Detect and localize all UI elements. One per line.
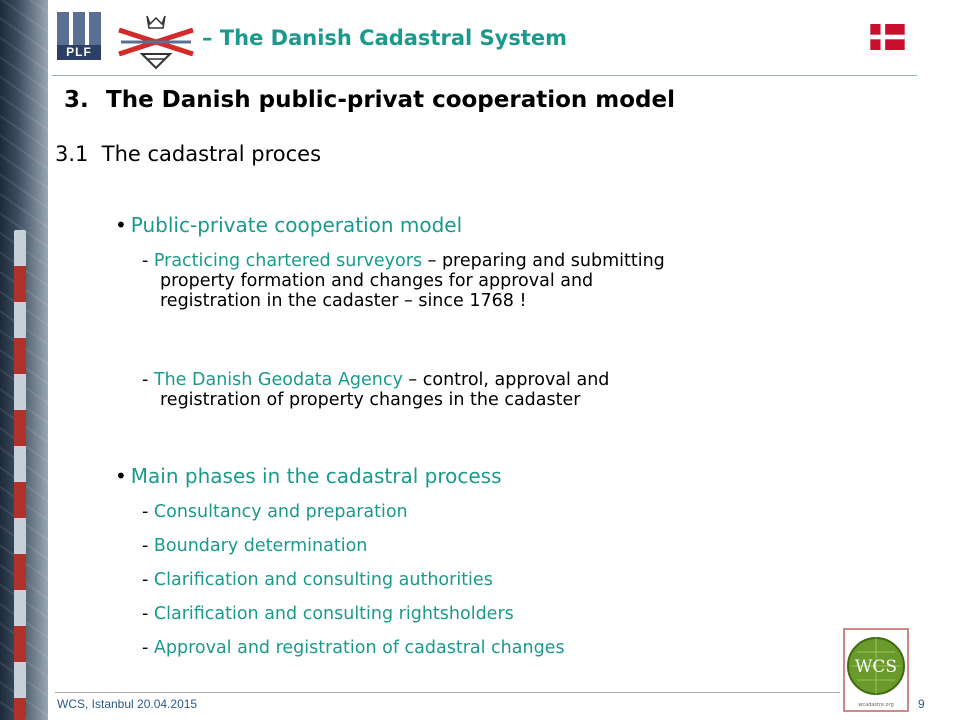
item-lead: Practicing chartered surveyors — [153, 251, 423, 271]
item-continuation: registration in the cadaster – since 176… — [160, 291, 527, 311]
item-text: – control, approval and — [402, 370, 610, 390]
item-text: Consultancy and preparation — [153, 502, 408, 522]
bullet-dot-icon: • — [115, 213, 127, 237]
item-text: Approval and registration of cadastral c… — [153, 638, 565, 658]
svg-text:wcadastre.org: wcadastre.org — [858, 702, 894, 708]
crown-emblem-icon — [118, 15, 194, 70]
bullet-item: •Public-private cooperation model — [115, 213, 462, 237]
plf-logo-text: PLF — [57, 45, 101, 60]
header-title: – The Danish Cadastral System — [202, 26, 567, 50]
list-item: - Clarification and consulting authoriti… — [142, 570, 493, 590]
list-item: - The Danish Geodata Agency – control, a… — [142, 370, 610, 410]
subsection-heading: 3.1 The cadastral proces — [55, 142, 322, 166]
page-number: 9 — [918, 697, 925, 711]
section-title: The Danish public-privat cooperation mod… — [106, 87, 676, 113]
footer-text: WCS, Istanbul 20.04.2015 — [57, 697, 198, 711]
section-number: 3. — [64, 87, 89, 113]
left-decorative-strip — [0, 0, 48, 720]
item-text: Clarification and consulting rightsholde… — [153, 604, 514, 624]
item-continuation: registration of property changes in the … — [160, 390, 581, 410]
svg-text:WCS: WCS — [855, 657, 897, 677]
item-text: Boundary determination — [153, 536, 368, 556]
item-text: – preparing and submitting — [422, 251, 665, 271]
header-divider — [52, 75, 917, 76]
list-item: - Approval and registration of cadastral… — [142, 638, 565, 658]
wcs-logo: WCS wcadastre.org — [843, 628, 909, 712]
footer-divider — [55, 692, 840, 693]
list-item: - Clarification and consulting rightshol… — [142, 604, 514, 624]
plf-logo: PLF — [57, 12, 101, 60]
list-item: - Practicing chartered surveyors – prepa… — [142, 251, 665, 311]
bullet-label: Main phases in the cadastral process — [130, 464, 502, 488]
item-continuation: property formation and changes for appro… — [160, 271, 594, 291]
section-heading: 3. The Danish public-privat cooperation m… — [64, 87, 675, 113]
survey-pole-image — [14, 230, 26, 720]
list-item: - Consultancy and preparation — [142, 502, 408, 522]
danish-flag-icon — [870, 24, 905, 50]
bullet-label: Public-private cooperation model — [130, 213, 463, 237]
bullet-dot-icon: • — [115, 464, 127, 488]
bullet-item: •Main phases in the cadastral process — [115, 464, 502, 488]
item-text: Clarification and consulting authorities — [153, 570, 493, 590]
list-item: - Boundary determination — [142, 536, 368, 556]
item-lead: The Danish Geodata Agency — [153, 370, 403, 390]
